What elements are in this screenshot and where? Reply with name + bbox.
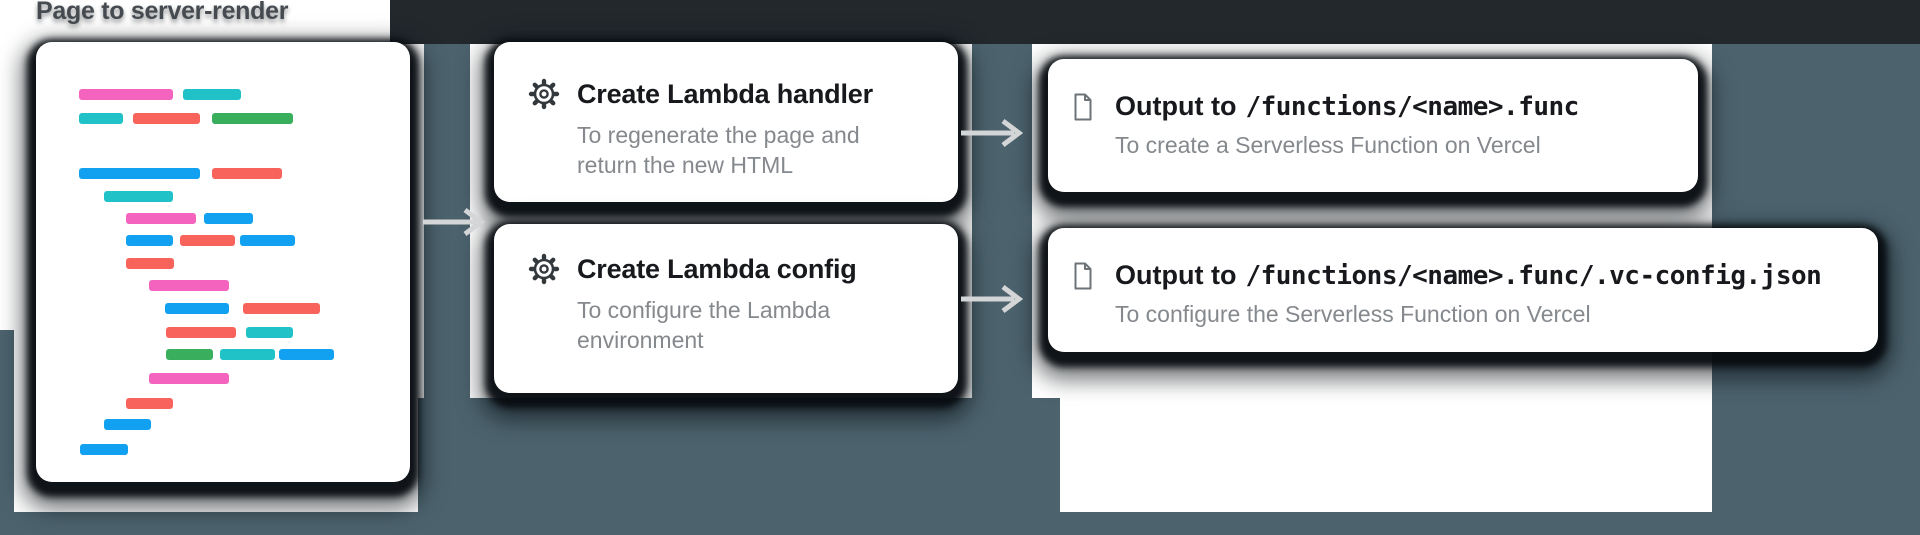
step-title: Create Lambda config — [577, 254, 857, 284]
output-path: /functions/<name>.func — [1245, 92, 1579, 122]
step-description-line: To configure the Lambda — [577, 297, 831, 323]
code-bar — [279, 349, 334, 360]
code-bar — [180, 235, 235, 246]
code-bar — [204, 213, 253, 224]
code-bar — [126, 398, 173, 409]
code-bar — [126, 235, 173, 246]
output-title: Output to/functions/<name>.func/.vc-conf… — [1115, 258, 1822, 293]
code-bar — [126, 213, 196, 224]
output-description: To configure the Serverless Function on … — [1115, 301, 1591, 327]
code-bar — [104, 191, 173, 202]
output-card-config: Output to/functions/<name>.func/.vc-conf… — [1048, 228, 1878, 352]
background-band-bottom — [0, 512, 1920, 535]
code-bar — [212, 168, 282, 179]
code-bar — [183, 89, 241, 100]
code-bar — [149, 280, 229, 291]
step-card-create-lambda-handler: Create Lambda handler To regenerate the … — [494, 42, 958, 202]
code-bar — [243, 303, 320, 314]
flow-arrow-handler-to-output — [961, 119, 1024, 147]
code-bar — [220, 349, 275, 360]
code-bar — [246, 327, 293, 338]
diagram-heading: Page to server-render — [36, 0, 289, 25]
code-bar — [212, 113, 293, 124]
code-bar — [165, 303, 229, 314]
step-description-line: environment — [577, 327, 704, 353]
code-bar — [166, 349, 213, 360]
output-title-prefix: Output to — [1115, 91, 1237, 121]
step-description-line: return the new HTML — [577, 152, 794, 178]
output-card-function: Output to/functions/<name>.func To creat… — [1048, 59, 1698, 192]
step-title: Create Lambda handler — [577, 79, 873, 109]
gear-icon — [528, 253, 560, 285]
code-bar — [104, 419, 151, 430]
output-path: /functions/<name>.func/.vc-config.json — [1245, 261, 1822, 291]
code-bar — [240, 235, 295, 246]
flow-arrow-left-to-steps — [423, 208, 486, 236]
background-band-left — [0, 330, 14, 535]
step-description: To configure the Lambda environment — [577, 295, 857, 355]
code-bar — [79, 89, 173, 100]
file-icon — [1074, 93, 1092, 121]
code-bar — [166, 327, 236, 338]
code-bar — [126, 258, 174, 269]
code-bar — [80, 444, 128, 455]
gear-icon — [528, 78, 560, 110]
output-title-prefix: Output to — [1115, 260, 1237, 290]
background-band-gap2 — [972, 40, 1032, 512]
file-icon — [1074, 262, 1092, 290]
output-description: To create a Serverless Function on Verce… — [1115, 132, 1541, 158]
step-description-line: To regenerate the page and — [577, 122, 860, 148]
code-bar — [149, 373, 229, 384]
background-band-top — [390, 0, 1920, 44]
code-bar — [133, 113, 200, 124]
output-title: Output to/functions/<name>.func — [1115, 89, 1579, 124]
code-bar — [79, 113, 123, 124]
code-card — [36, 42, 410, 482]
flow-arrow-config-to-output — [961, 285, 1024, 313]
step-description: To regenerate the page and return the ne… — [577, 120, 873, 180]
code-bar — [79, 168, 200, 179]
background-band-gap1 — [424, 40, 470, 512]
step-card-create-lambda-config: Create Lambda config To configure the La… — [494, 224, 958, 393]
